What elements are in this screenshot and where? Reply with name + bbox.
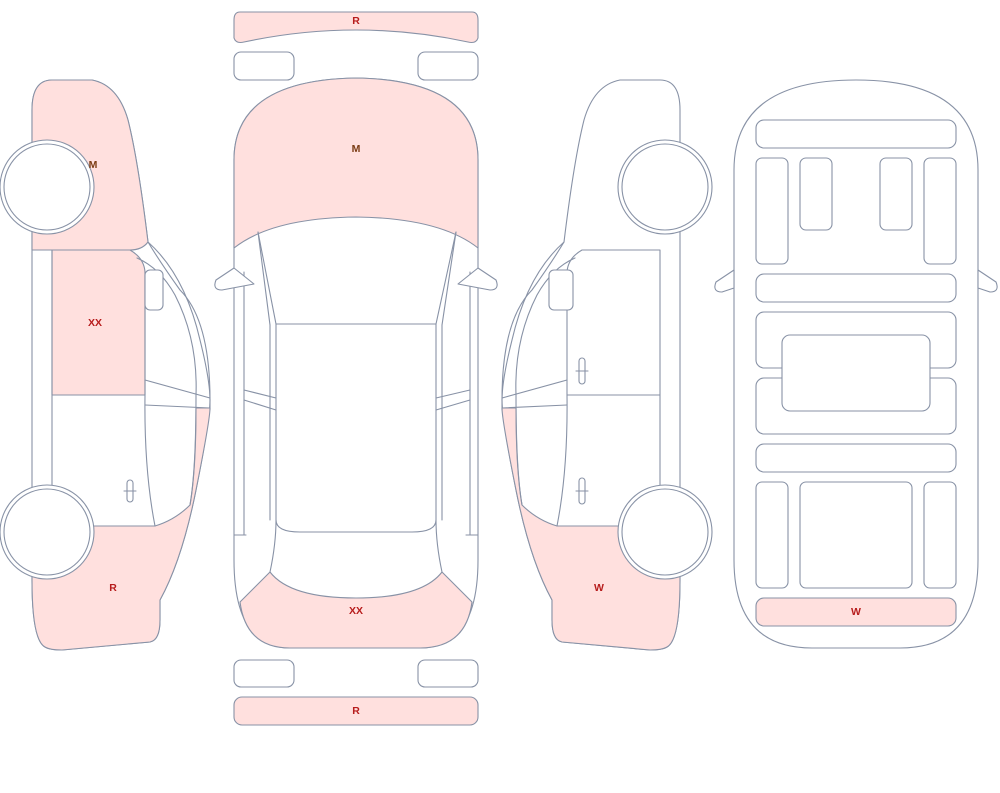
front-bumper-damage-label: R — [352, 15, 360, 27]
rear-bumper-damage-label: R — [352, 705, 360, 717]
underbody-view — [714, 79, 998, 649]
right-side-view — [501, 79, 713, 651]
left-headlight — [233, 51, 295, 81]
left-rear-quarter-damage-label: R — [109, 582, 117, 594]
right-taillight — [417, 659, 479, 688]
hood-panel[interactable] — [233, 77, 479, 249]
underbody-rear-panel[interactable] — [755, 597, 957, 627]
hood-damage-label: M — [352, 143, 361, 155]
left-fender-damage-label: M — [89, 159, 98, 171]
rear-bumper-panel[interactable] — [233, 696, 479, 726]
left-side-view — [0, 79, 211, 651]
trunk-panel[interactable] — [239, 571, 473, 649]
right-headlight — [417, 51, 479, 81]
left-taillight — [233, 659, 295, 688]
top-view — [214, 11, 498, 726]
left-front-door-damage-label: XX — [88, 317, 102, 329]
right-rear-quarter-damage-label: W — [594, 582, 604, 594]
underbody-rear-damage-label: W — [851, 606, 861, 618]
trunk-damage-label: XX — [349, 605, 363, 617]
front-bumper-panel[interactable] — [233, 11, 479, 44]
